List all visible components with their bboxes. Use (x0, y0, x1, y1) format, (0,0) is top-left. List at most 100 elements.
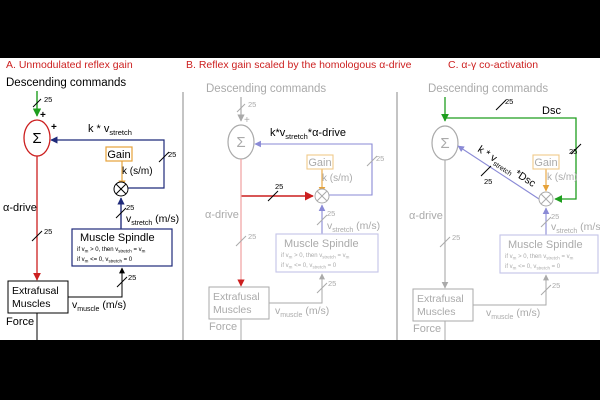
bus-width-label: 25 (128, 273, 136, 282)
spindle-rule-1: if vm > 0, then vstretch = vm (77, 247, 146, 254)
panel-a-title: A. Unmodulated reflex gain (6, 59, 133, 71)
alpha-drive-label: α-drive (205, 209, 239, 221)
extrafusal-label-2: Muscles (213, 304, 252, 316)
bus-width-label: 25 (168, 150, 176, 159)
bus-width-label: 25 (248, 100, 256, 109)
bus-width-label: 25 (452, 233, 460, 242)
vstretch-label: vstretch (m/s) (126, 213, 179, 227)
bus-width-label: 25 (275, 182, 283, 191)
dsc-label: Dsc (542, 105, 561, 117)
extrafusal-muscles-box (412, 288, 474, 322)
vmuscle-line (68, 267, 125, 298)
multiplier-cross (540, 193, 552, 205)
descending-commands-label: Descending commands (6, 77, 126, 89)
vmuscle-line (269, 273, 325, 304)
bus-slash (32, 98, 42, 108)
panel-b-title: B. Reflex gain scaled by the homologous … (186, 59, 412, 71)
muscle-spindle-title: Muscle Spindle (508, 239, 583, 251)
gain-box (306, 154, 334, 170)
feedback-loop (50, 136, 165, 189)
bus-width-label: 25 (505, 97, 513, 106)
extrafusal-muscles-box (7, 280, 69, 314)
descending-commands-label: Descending commands (428, 83, 548, 95)
bus-width-label: 25 (44, 95, 52, 104)
extrafusal-label-1: Extrafusal (12, 285, 59, 297)
bus-slash (236, 103, 246, 113)
muscle-spindle-box (499, 234, 599, 274)
panel-b: Descending commands 25 + Σ k*vstretch*α-… (205, 83, 384, 340)
alpha-drive-label: α-drive (409, 210, 443, 222)
gain-units: k (s/m) (322, 173, 353, 184)
vstretch-label: vstretch (m/s) (551, 221, 600, 235)
bus-width-label: 25 (328, 279, 336, 288)
multiplier-cross (316, 190, 328, 202)
extrafusal-label-1: Extrafusal (417, 293, 464, 305)
gain-box (532, 154, 560, 170)
bus-slash (267, 190, 279, 202)
plus-sign: + (51, 122, 57, 133)
bus-slash (480, 165, 492, 177)
muscle-spindle-title: Muscle Spindle (284, 238, 359, 250)
spindle-rule-1: if vm > 0, then vstretch = vm (281, 253, 350, 260)
extrafusal-label-1: Extrafusal (213, 291, 260, 303)
force-label: Force (6, 316, 34, 328)
bus-slash (495, 99, 507, 111)
plus-sign: + (40, 110, 46, 121)
extrafusal-label-2: Muscles (12, 298, 51, 310)
sigma-symbol: Σ (32, 130, 41, 147)
feedback-diagonal (457, 145, 540, 200)
dsc-line (445, 117, 577, 203)
bus-slash (31, 230, 43, 242)
panel-a: Descending commands 25 + + Σ k * vstretc… (3, 77, 179, 340)
vmuscle-line (473, 274, 549, 306)
bus-slash (540, 284, 552, 296)
vmuscle-label: vmuscle (m/s) (486, 307, 540, 321)
muscle-spindle-box (275, 233, 379, 273)
muscle-spindle-title: Muscle Spindle (80, 232, 155, 244)
spindle-rule-2: if vm <= 0, vstretch = 0 (281, 263, 337, 270)
gain-units: k (s/m) (547, 172, 578, 183)
bus-width-label: 25 (248, 232, 256, 241)
bus-width-label: 25 (484, 177, 492, 186)
spindle-rule-2: if vm <= 0, vstretch = 0 (77, 257, 133, 264)
bus-width-label: 25 (126, 203, 134, 212)
bus-width-label: 25 (376, 154, 384, 163)
bus-slash (316, 214, 328, 226)
bus-width-label: 25 (327, 209, 335, 218)
spindle-rule-1: if vm > 0, then vstretch = vm (505, 254, 574, 261)
bus-slash (316, 282, 328, 294)
bus-slash (366, 155, 378, 167)
diagram-canvas: A. Unmodulated reflex gain B. Reflex gai… (0, 58, 600, 340)
k-vstretch-label: k * vstretch (88, 123, 132, 137)
bus-width-label: 25 (569, 147, 577, 156)
vmuscle-label: vmuscle (m/s) (275, 305, 329, 319)
force-label: Force (413, 323, 441, 335)
gain-units: k (s/m) (122, 166, 153, 177)
panel-c-title: C. α-γ co-activation (448, 59, 538, 71)
bus-width-label: 25 (552, 281, 560, 290)
muscle-spindle-box (71, 228, 173, 267)
bus-width-label: 25 (44, 227, 52, 236)
extrafusal-muscles-box (208, 286, 270, 320)
plus-sign: + (244, 115, 250, 126)
bus-slash (116, 276, 128, 288)
bus-slash (439, 236, 451, 248)
k-vstretch-alpha-label: k*vstretch*α-drive (270, 127, 346, 141)
diagram-svg: A. Unmodulated reflex gain B. Reflex gai… (3, 59, 600, 340)
extrafusal-label-2: Muscles (417, 306, 456, 318)
bus-width-label: 25 (551, 212, 559, 221)
sigma-symbol: Σ (440, 135, 449, 152)
multiplier-cross (115, 183, 127, 195)
bus-slash (158, 151, 170, 163)
spindle-rule-2: if vm <= 0, vstretch = 0 (505, 264, 561, 271)
vmuscle-label: vmuscle (m/s) (72, 299, 126, 313)
bus-slash (570, 143, 582, 155)
descending-commands-label: Descending commands (206, 83, 326, 95)
alpha-drive-label: α-drive (3, 202, 37, 214)
panel-c: Descending commands Dsc 25 25 Σ k * vstr… (409, 83, 600, 340)
gain-label: Gain (308, 157, 331, 169)
feedback-loop (254, 140, 373, 196)
bus-slash (540, 216, 552, 228)
gain-box (105, 146, 133, 162)
gain-label: Gain (534, 157, 557, 169)
